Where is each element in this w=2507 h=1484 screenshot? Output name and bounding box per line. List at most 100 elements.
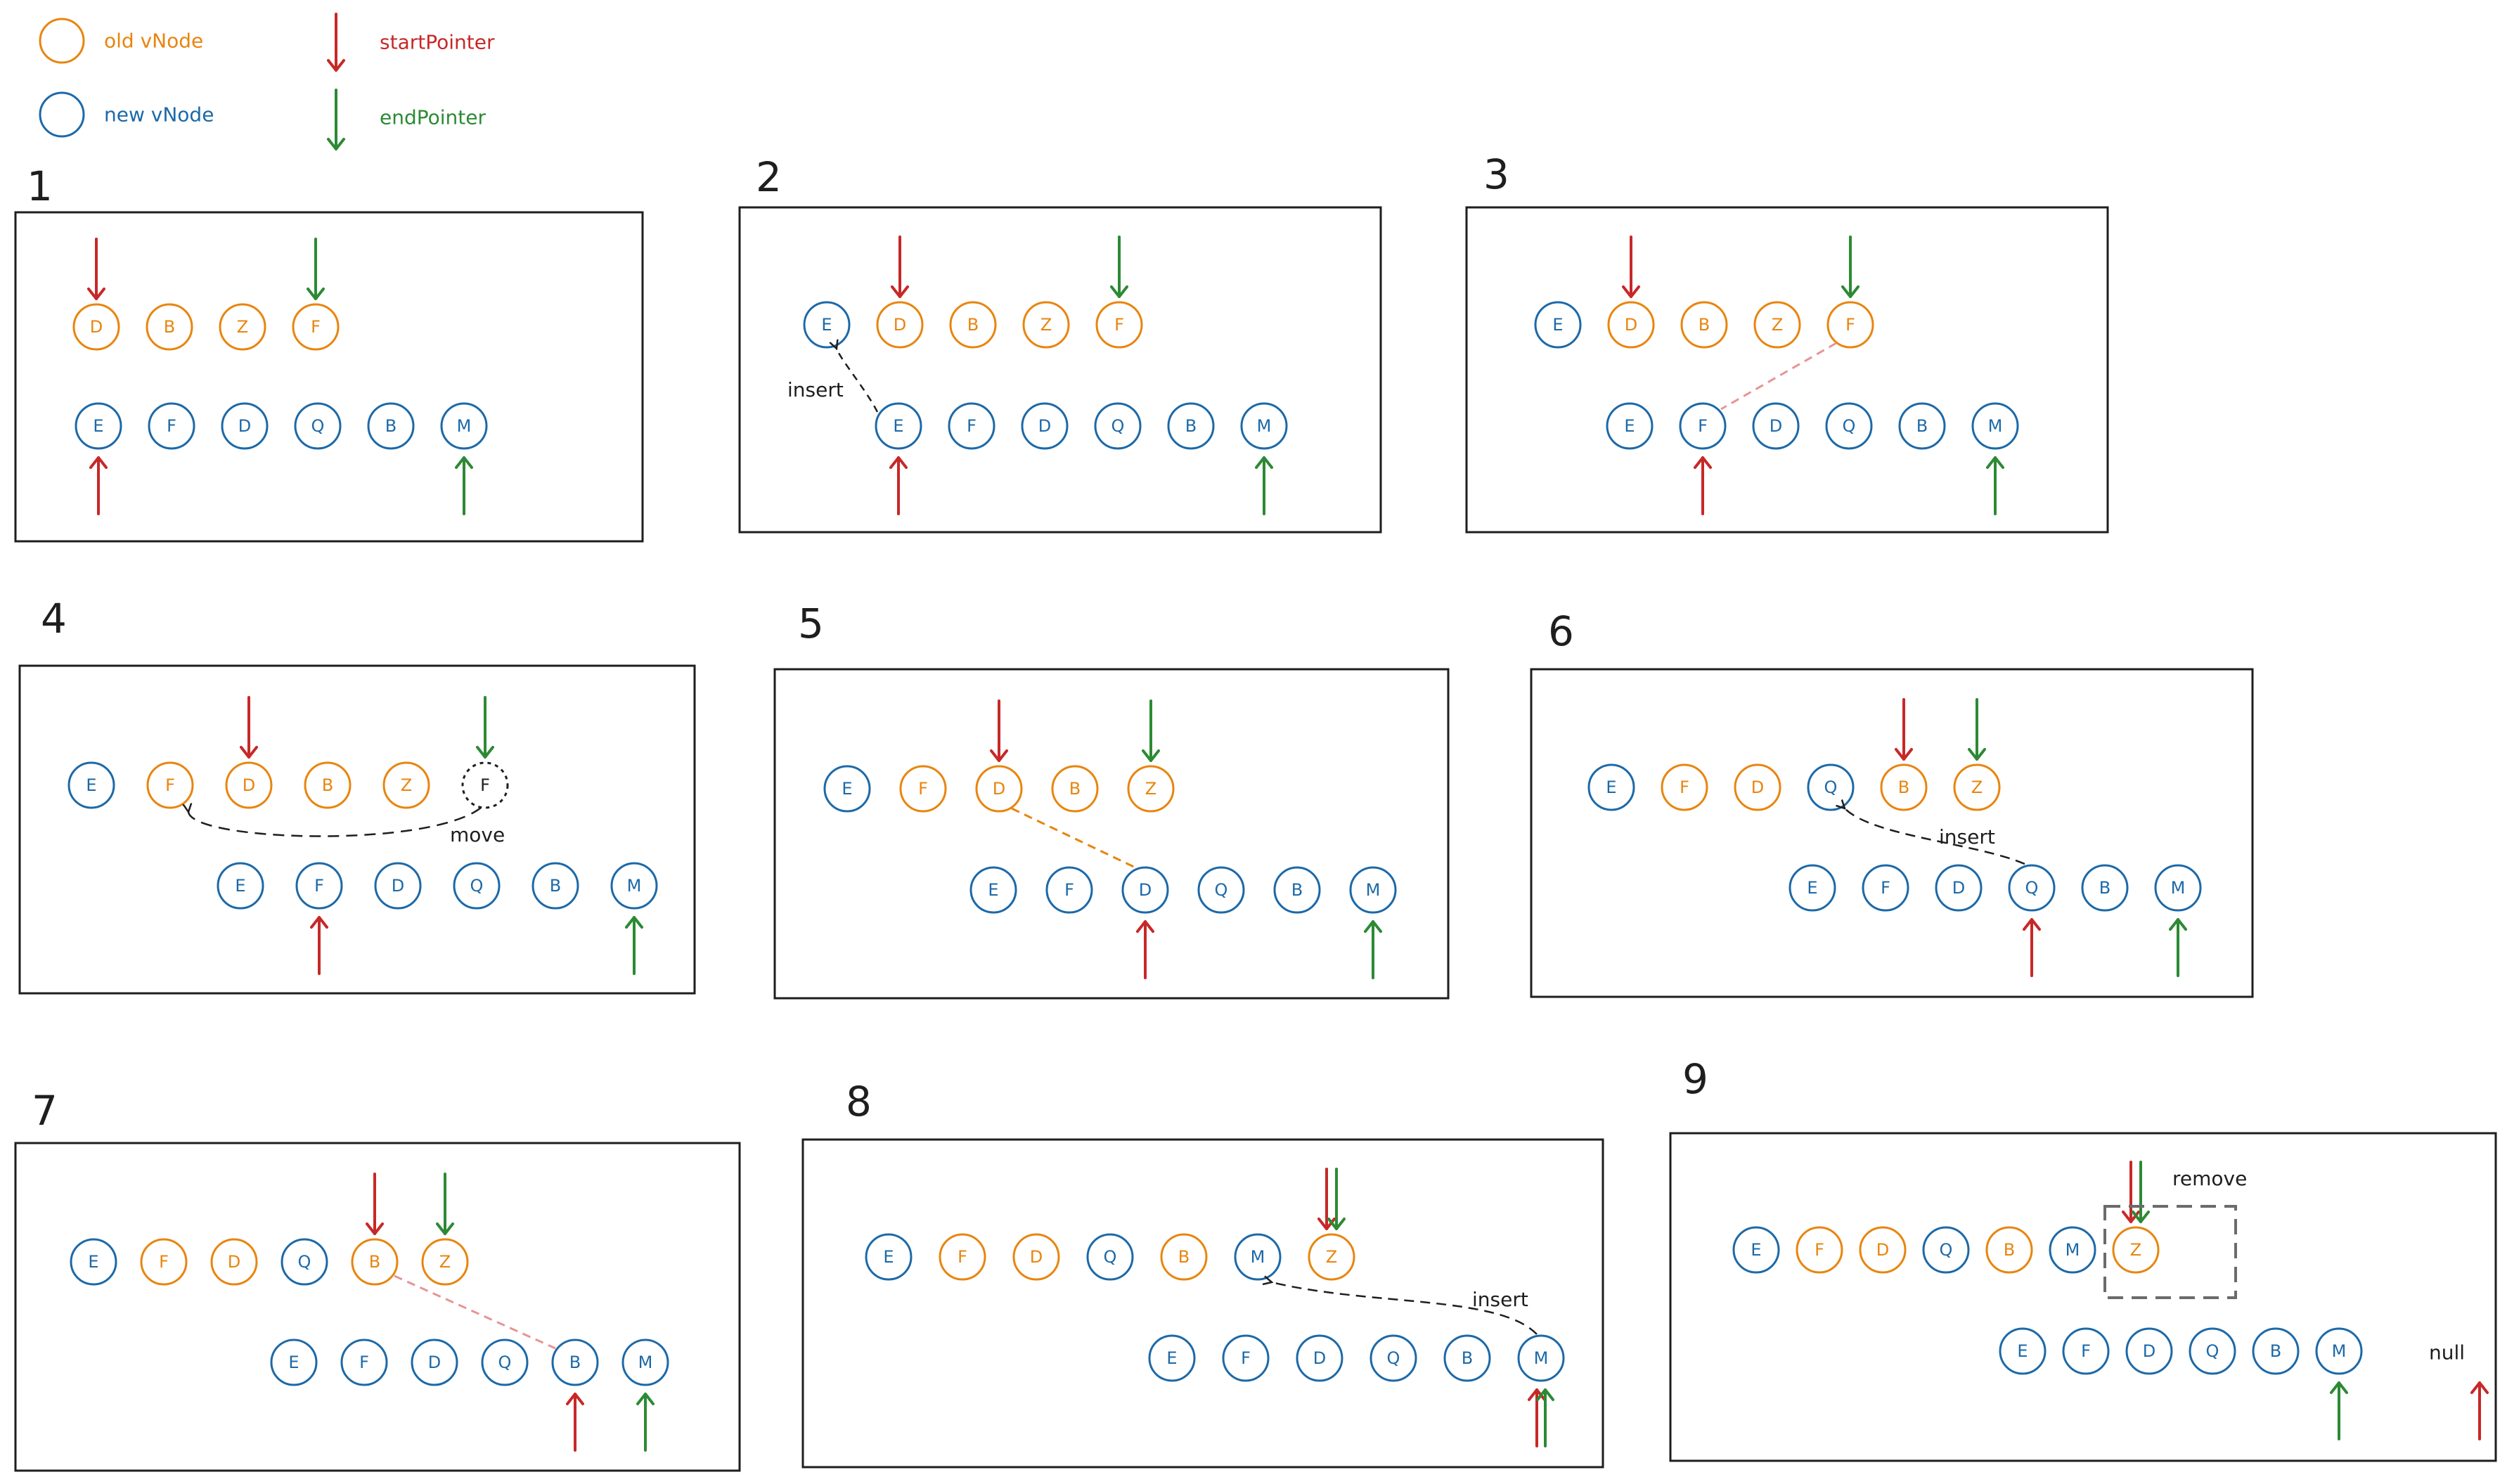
panel-1: 1 [14,162,644,543]
vnode-m: M [1349,866,1397,914]
legend-new-label: new vNode [104,103,214,127]
vnode-d: D [225,761,273,809]
vnode-f: F [1661,763,1708,811]
vnode-q: Q [2008,864,2056,912]
vnode-d: D [1296,1334,1343,1382]
vnode-f: F [140,1238,188,1286]
vnode-q: Q [453,862,501,910]
vnode-label: B [1916,416,1928,436]
vnode-label: D [1625,315,1637,335]
insert-arrow [1272,1282,1538,1335]
vnode-label: M [627,876,642,896]
vnode-q: Q [1086,1233,1134,1281]
vnode-d: D [72,303,120,351]
vnode-label: B [569,1353,581,1372]
panel-4: 4 [18,595,696,995]
vnode-label: Q [311,416,325,436]
vnode-b: B [551,1338,599,1386]
vnode-f: F [295,862,343,910]
panel-number: 9 [1682,1055,1708,1103]
old-end-pointer [1968,698,1986,761]
vnode-z: Z [421,1238,469,1286]
panel-number: 4 [41,595,67,643]
vnode-label: Z [2130,1240,2141,1260]
vnode-label: M [2332,1341,2347,1361]
vnode-label: D [428,1353,441,1372]
panel-number: 2 [756,153,782,201]
vnode-e: E [1789,864,1836,912]
vnode-label: E [893,416,903,436]
vnode-label: E [842,779,852,799]
vnode-f: F [461,761,509,809]
new-end-pointer [2330,1381,2348,1440]
vnode-label: Q [2206,1341,2219,1361]
panel-frame [773,668,1450,1000]
vnode-label: F [1064,880,1074,900]
vnode-m: M [2315,1327,2363,1375]
vnode-label: B [369,1252,380,1272]
insert-note: insert [1939,825,1995,849]
vnode-b: B [1898,402,1946,450]
vnode-f: F [1222,1334,1270,1382]
vnode-q: Q [2189,1327,2236,1375]
panel-frame [14,211,644,543]
panel-3: 3 [1465,150,2109,534]
vnode-label: E [235,876,245,896]
vnode-label: D [1313,1348,1326,1368]
vnode-b: B [2252,1327,2300,1375]
panel-2: 2 [738,153,1382,534]
vnode-label: F [1114,315,1124,335]
vnode-label: F [359,1353,369,1372]
panel-8: 8 [801,1078,1604,1469]
vnode-label: Q [1111,416,1125,436]
vnode-label: B [1699,315,1710,335]
vnode-m: M [2049,1226,2096,1274]
vnode-label: B [967,315,979,335]
vnode-label: D [894,315,906,335]
vnode-label: F [165,775,175,795]
vnode-label: F [159,1252,169,1272]
vnode-e: E [1534,301,1582,349]
vnode-b: B [1680,301,1728,349]
vnode-q: Q [1807,763,1855,811]
vnode-m: M [610,862,658,910]
vnode-label: Q [498,1353,512,1372]
vnode-e: E [1148,1334,1196,1382]
vnode-m: M [2154,864,2202,912]
old-start-pointer [240,696,258,759]
panel-number: 1 [27,162,53,210]
vnode-label: F [314,876,324,896]
vnode-label: Q [1215,880,1228,900]
vnode-d: D [1752,402,1800,450]
vnode-q: Q [1825,402,1873,450]
vnode-e: E [67,761,115,809]
old-end-pointer [307,238,325,300]
vnode-label: Q [1843,416,1856,436]
vnode-label: Z [439,1252,451,1272]
vnode-label: F [1698,416,1708,436]
vnode-label: F [1680,778,1689,797]
new-end-pointer [1364,920,1382,979]
legend-old-circle [39,18,85,64]
vnode-label: D [1751,778,1764,797]
new-end-pointer [1986,456,2004,515]
vnode-q: Q [1922,1226,1970,1274]
vnode-label: F [1815,1240,1824,1260]
panel-frame [1669,1132,2497,1462]
vnode-e: E [1606,402,1654,450]
vnode-q: Q [281,1238,328,1286]
vnode-label: D [2143,1341,2155,1361]
vnode-label: F [1881,878,1890,898]
legend-end-arrow [327,89,345,150]
vnode-b: B [949,301,997,349]
vnode-label: D [1139,880,1152,900]
new-end-pointer [625,916,643,975]
legend: old vNode new vNode startPointer endPoin… [39,13,495,150]
